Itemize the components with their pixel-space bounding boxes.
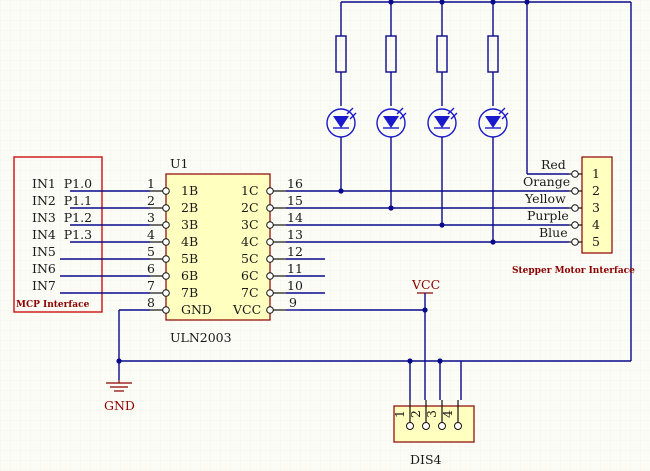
- dis4-pin-number: 1: [392, 410, 407, 418]
- connector-pin-number: 2: [592, 183, 600, 198]
- mcp-interface[interactable]: IN1 P1.0 IN2 P1.1 IN3 P1.2 IN4 P1.3 IN5 …: [13, 156, 103, 313]
- wire-color-label: Yellow: [524, 191, 566, 206]
- dis4-connector[interactable]: 1 2 3 4 DIS4: [392, 358, 475, 467]
- wire-color-label: Purple: [527, 208, 569, 223]
- pin-number: 11: [287, 261, 303, 276]
- pin-number: 1: [147, 176, 155, 191]
- dis4-pin-number: 3: [424, 410, 439, 418]
- pin-number: 4: [147, 227, 155, 242]
- pin-label: 2B: [181, 200, 198, 215]
- pin-number: 14: [287, 210, 303, 225]
- pin-label: 4C: [241, 234, 259, 249]
- mcp-input-label: IN1 P1.0: [32, 176, 92, 191]
- pin-number: 10: [287, 278, 303, 293]
- mcp-input-label: IN4 P1.3: [32, 227, 92, 242]
- chip-part-number: ULN2003: [170, 330, 232, 345]
- pin-label: 3C: [241, 217, 259, 232]
- dis4-pin-number: 2: [408, 410, 423, 418]
- connector-pin-number: 5: [592, 234, 600, 249]
- pin-label: 7B: [181, 285, 198, 300]
- pin-label: 1B: [181, 183, 198, 198]
- pin-number: 15: [287, 193, 303, 208]
- pin-label: 2C: [241, 200, 259, 215]
- wire-color-label: Orange: [523, 174, 570, 189]
- pin-label: 6C: [241, 268, 259, 283]
- connector-pin-number: 4: [592, 217, 600, 232]
- chip-body: [165, 173, 271, 321]
- stepper-interface-title: Stepper Motor Interface: [512, 266, 635, 276]
- pin-label: 6B: [181, 268, 198, 283]
- output-wires: [286, 190, 569, 311]
- stepper-motor-interface[interactable]: Red Orange Yellow Purple Blue 1 2 3 4 5 …: [512, 156, 635, 276]
- ground-net: GND: [104, 309, 631, 413]
- dis4-label: DIS4: [410, 452, 442, 467]
- pin-number: 6: [147, 261, 155, 276]
- pin-label: 1C: [241, 183, 259, 198]
- pin-number: 3: [147, 210, 155, 225]
- wire-color-label: Blue: [539, 225, 568, 240]
- pin-number: 7: [147, 278, 155, 293]
- ground-icon: [106, 380, 132, 392]
- pin-number: 12: [287, 244, 303, 259]
- pin-label: 5B: [181, 251, 198, 266]
- gnd-label: GND: [104, 398, 135, 413]
- dis4-pin-number: 4: [440, 410, 455, 418]
- connector-pin-number: 3: [592, 200, 600, 215]
- mcp-input-label: IN5: [32, 244, 56, 259]
- mcp-input-label: IN7: [32, 278, 56, 293]
- pin-number: 9: [289, 295, 297, 310]
- pin-label: 4B: [181, 234, 198, 249]
- pin-label: 5C: [241, 251, 259, 266]
- uln2003-chip[interactable]: U1 1 2 3 4 5 6 7 8 1B 2B 3B 4B 5B 6B 7B …: [147, 156, 303, 345]
- mcp-input-label: IN6: [32, 261, 56, 276]
- pin-number: 2: [147, 193, 155, 208]
- pin-number: 8: [147, 295, 155, 310]
- stepper-connector-body: [581, 156, 613, 254]
- vcc-net: VCC: [300, 277, 440, 400]
- pin-number: 13: [287, 227, 303, 242]
- pin-label: VCC: [232, 302, 261, 317]
- pin-label: GND: [181, 302, 212, 317]
- vcc-label: VCC: [411, 277, 440, 292]
- pin-number: 16: [287, 176, 303, 191]
- input-wires: [60, 190, 150, 294]
- mcp-interface-border: [13, 156, 103, 313]
- pin-number: 5: [147, 244, 155, 259]
- pin-label: 7C: [241, 285, 259, 300]
- pin-label: 3B: [181, 217, 198, 232]
- chip-designator: U1: [170, 156, 189, 171]
- led-indicator-bank: [326, 0, 632, 361]
- wire-color-label: Red: [541, 157, 566, 172]
- connector-pin-number: 1: [592, 166, 600, 181]
- mcp-interface-title: MCP Interface: [16, 300, 90, 310]
- mcp-input-label: IN3 P1.2: [32, 210, 92, 225]
- mcp-input-label: IN2 P1.1: [32, 193, 92, 208]
